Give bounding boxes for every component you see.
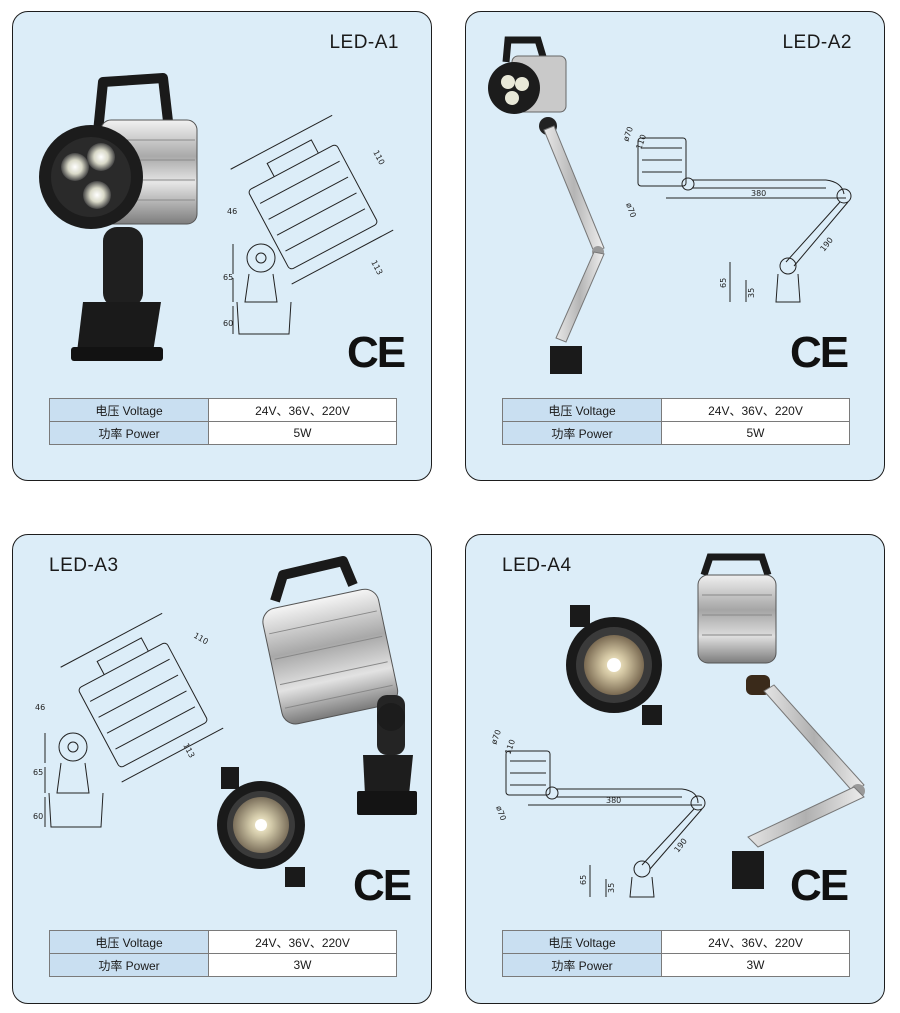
dim-label: 46 [35, 703, 45, 712]
dim-label: 113 [181, 742, 196, 760]
product-card-led-a2: ø70 110 ø70 380 190 65 35 LED-A2 CE 电压 V… [465, 11, 885, 481]
ce-mark: CE [347, 328, 406, 377]
spec-table: 电压 Voltage 24V、36V、220V 功率 Power 5W [49, 398, 397, 445]
dim-label: 65 [579, 875, 588, 885]
dim-label: 110 [192, 631, 210, 646]
ce-mark: CE [790, 328, 849, 377]
lamp-photo [488, 36, 605, 374]
voltage-value: 24V、36V、220V [208, 398, 397, 422]
dim-label: 190 [672, 837, 689, 855]
table-row: 功率 Power 5W [502, 421, 850, 445]
product-illustration: 110 113 46 65 60 [39, 73, 394, 361]
dim-label: ø70 [489, 728, 503, 745]
dimension-drawing [505, 750, 706, 898]
model-title: LED-A1 [329, 32, 399, 53]
spec-table: 电压 Voltage 24V、36V、220V 功率 Power 3W [49, 930, 397, 977]
dim-label: 35 [607, 883, 616, 893]
table-row: 功率 Power 3W [502, 953, 850, 977]
voltage-value: 24V、36V、220V [661, 930, 850, 954]
dim-label: 65 [719, 278, 728, 288]
dim-label: 60 [33, 812, 43, 821]
dim-label: 35 [747, 288, 756, 298]
power-value: 5W [208, 421, 397, 445]
spec-table: 电压 Voltage 24V、36V、220V 功率 Power 5W [502, 398, 850, 445]
power-label: 功率 Power [502, 421, 662, 445]
voltage-label: 电压 Voltage [49, 398, 209, 422]
power-value: 3W [208, 953, 397, 977]
product-card-led-a4: ø70 110 ø70 380 190 65 35 LED-A4 CE 电压 V… [465, 534, 885, 1004]
voltage-label: 电压 Voltage [49, 930, 209, 954]
table-row: 电压 Voltage 24V、36V、220V [502, 930, 850, 954]
dim-label: 380 [606, 796, 621, 805]
voltage-label: 电压 Voltage [502, 398, 662, 422]
table-row: 电压 Voltage 24V、36V、220V [49, 398, 397, 422]
voltage-value: 24V、36V、220V [661, 398, 850, 422]
product-illustration: 110 113 46 65 60 [33, 556, 417, 887]
dim-label: ø70 [494, 805, 508, 822]
voltage-label: 电压 Voltage [502, 930, 662, 954]
dim-label: 65 [33, 768, 43, 777]
power-label: 功率 Power [49, 953, 209, 977]
dim-label: 113 [369, 259, 384, 277]
dimension-drawing [637, 137, 852, 303]
lamp-photo [217, 556, 417, 887]
dim-label: 110 [503, 738, 517, 755]
voltage-value: 24V、36V、220V [208, 930, 397, 954]
dim-label: 190 [818, 236, 835, 254]
power-label: 功率 Power [502, 953, 662, 977]
ce-mark: CE [790, 861, 849, 910]
model-title: LED-A4 [502, 555, 572, 576]
dim-label: 380 [751, 189, 766, 198]
table-row: 电压 Voltage 24V、36V、220V [502, 398, 850, 422]
product-illustration: ø70 110 ø70 380 190 65 35 [488, 36, 852, 374]
dim-label: ø70 [624, 202, 638, 219]
power-value: 5W [661, 421, 850, 445]
dim-label: 110 [371, 149, 386, 167]
model-title: LED-A3 [49, 555, 119, 576]
power-value: 3W [661, 953, 850, 977]
power-label: 功率 Power [49, 421, 209, 445]
dimension-drawing [44, 612, 224, 828]
dimension-drawing [230, 114, 394, 335]
product-card-led-a3: 110 113 46 65 60 LED-A3 CE [12, 534, 432, 1004]
dim-label: 65 [223, 273, 233, 282]
product-illustration: ø70 110 ø70 380 190 65 35 [489, 553, 865, 898]
model-title: LED-A2 [782, 32, 852, 53]
spec-table: 电压 Voltage 24V、36V、220V 功率 Power 3W [502, 930, 850, 977]
lamp-photo [39, 73, 198, 361]
dim-label: 60 [223, 319, 233, 328]
ce-mark: CE [353, 861, 412, 910]
dim-label: 46 [227, 207, 237, 216]
product-card-led-a1: 110 113 46 65 60 LED-A1 CE 电压 Voltage 24… [12, 11, 432, 481]
dim-label: ø70 [621, 125, 635, 142]
table-row: 功率 Power 5W [49, 421, 397, 445]
table-row: 功率 Power 3W [49, 953, 397, 977]
table-row: 电压 Voltage 24V、36V、220V [49, 930, 397, 954]
lamp-photo [566, 553, 865, 889]
